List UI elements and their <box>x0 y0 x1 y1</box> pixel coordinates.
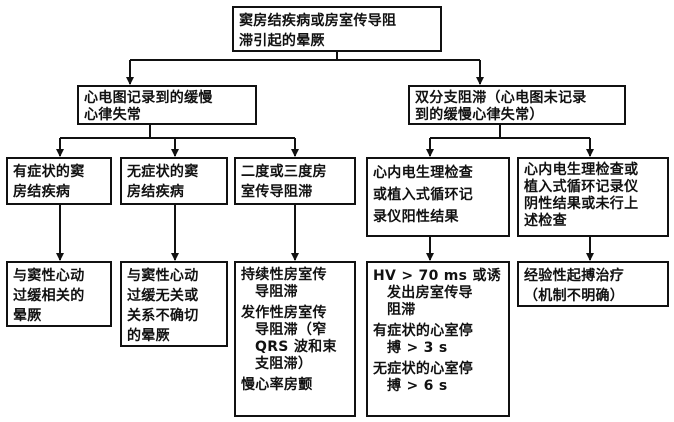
av-block-box: 二度或三度房 室传导阻滞 <box>234 157 356 205</box>
root-line-1: 窦房结疾病或房室传导阻 <box>239 13 397 29</box>
hv-line-3: 阻滞 <box>387 302 416 318</box>
related-bradycardia-syncope-box: 与窦性心动 过缓相关的 晕厥 <box>6 261 112 327</box>
unrelated-brady-line-2: 过缓无关或 <box>127 288 199 304</box>
av-block-outcomes-box: 持续性房室传 导阻滞 发作性房室传 导阻滞（窄 QRS 波和束 支阻滞） 慢心率… <box>234 261 356 417</box>
right-line-2: 到的缓慢心律失常） <box>415 107 544 123</box>
left-line-2: 心律失常 <box>84 107 142 123</box>
paroxysmal-avb-line-2: 导阻滞（窄 <box>255 322 327 338</box>
unrelated-bradycardia-syncope-box: 与窦性心动 过缓无关或 关系不确切 的晕厥 <box>120 261 228 347</box>
asymptomatic-sss-line-2: 房结疾病 <box>127 184 185 200</box>
ep-negative-line-3: 阴性结果或未行上 <box>524 196 639 212</box>
related-brady-line-3: 晕厥 <box>13 308 42 324</box>
symptomatic-sss-line-1: 有症状的窦 <box>13 164 85 180</box>
slow-af-line: 慢心率房颤 <box>241 377 313 393</box>
paroxysmal-avb-line-1: 发作性房室传 <box>241 305 327 321</box>
related-brady-line-2: 过缓相关的 <box>13 288 85 304</box>
asymptomatic-pause-line-2: 搏 > 6 s <box>387 378 448 394</box>
ep-negative-box: 心内电生理检查或 植入式循环记录仪 阴性结果或未行上 述检查 <box>517 157 669 237</box>
persistent-avb-line-1: 持续性房室传 <box>241 267 327 283</box>
symptomatic-sss-line-2: 房结疾病 <box>13 184 71 200</box>
unrelated-brady-line-3: 关系不确切 <box>127 308 199 324</box>
left-line-1: 心电图记录到的缓慢 <box>84 90 213 106</box>
ep-negative-line-2: 植入式循环记录仪 <box>524 179 639 195</box>
right-line-1: 双分支阻滞（心电图未记录 <box>415 90 587 106</box>
root-box: 窦房结疾病或房室传导阻 滞引起的晕厥 <box>232 6 442 52</box>
empiric-line-2: （机制不明确） <box>524 288 625 304</box>
asymptomatic-sss-box: 无症状的窦 房结疾病 <box>120 157 228 205</box>
ep-positive-outcomes-box: HV > 70 ms 或诱 发出房室传导 阻滞 有症状的心室停 搏 > 3 s … <box>366 261 510 417</box>
unrelated-brady-line-4: 的晕厥 <box>127 328 170 344</box>
empiric-pacing-box: 经验性起搏治疗 （机制不明确） <box>517 261 669 307</box>
bifascicular-block-box: 双分支阻滞（心电图未记录 到的缓慢心律失常） <box>408 85 626 125</box>
paroxysmal-avb-line-3: QRS 波和束 <box>255 339 337 355</box>
unrelated-brady-line-1: 与窦性心动 <box>127 268 199 284</box>
ep-positive-line-1: 心内电生理检查 <box>373 165 474 181</box>
symptomatic-sss-box: 有症状的窦 房结疾病 <box>6 157 112 205</box>
ep-negative-line-1: 心内电生理检查或 <box>524 162 639 178</box>
hv-line-1: HV > 70 ms 或诱 <box>373 268 502 284</box>
av-block-line-1: 二度或三度房 <box>241 164 327 180</box>
asymptomatic-pause-line-1: 无症状的心室停 <box>373 361 474 377</box>
symptomatic-pause-line-2: 搏 > 3 s <box>387 340 448 356</box>
av-block-line-2: 室传导阻滞 <box>241 184 313 200</box>
symptomatic-pause-line-1: 有症状的心室停 <box>373 323 474 339</box>
root-line-2: 滞引起的晕厥 <box>239 33 325 49</box>
hv-line-2: 发出房室传导 <box>387 285 473 301</box>
ep-negative-line-4: 述检查 <box>524 213 567 229</box>
recorded-bradyarrhythmia-box: 心电图记录到的缓慢 心律失常 <box>77 85 257 125</box>
ep-positive-box: 心内电生理检查 或植入式循环记 录仪阳性结果 <box>366 157 510 237</box>
ep-positive-line-3: 录仪阳性结果 <box>373 209 459 225</box>
related-brady-line-1: 与窦性心动 <box>13 268 85 284</box>
paroxysmal-avb-line-4: 支阻滞） <box>255 356 313 372</box>
persistent-avb-line-2: 导阻滞 <box>255 284 298 300</box>
empiric-line-1: 经验性起搏治疗 <box>524 268 625 284</box>
ep-positive-line-2: 或植入式循环记 <box>373 187 474 203</box>
asymptomatic-sss-line-1: 无症状的窦 <box>127 164 199 180</box>
